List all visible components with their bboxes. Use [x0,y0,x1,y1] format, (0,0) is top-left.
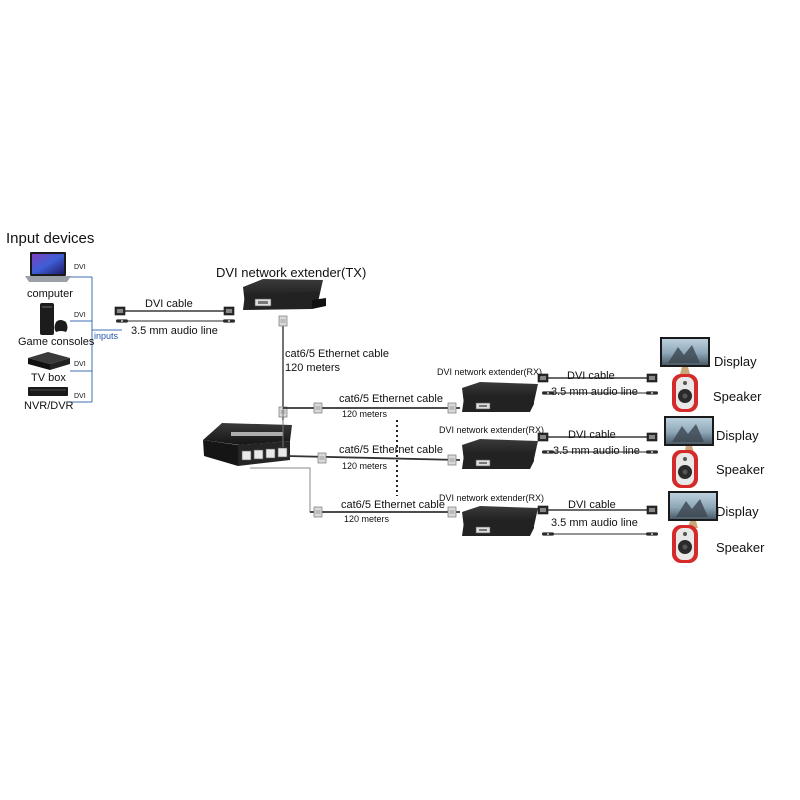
rx2-distance-label: 120 meters [342,461,388,471]
tx-dvi-cable-label: DVI cable [145,298,193,310]
switch-to-rx-cables [250,402,461,518]
rx3-ethernet-cable-label: cat6/5 Ethernet cable [341,499,445,511]
rx1-ethernet-cable-label: cat6/5 Ethernet cable [339,393,443,405]
rx2-display-label: Display [716,428,759,443]
game-console-icon [40,303,68,335]
speaker-icon [672,450,698,488]
device-port-label-game-console: DVI [74,312,86,319]
rx-row-2 [462,416,714,488]
rx3-audio-line-label: 3.5 mm audio line [551,517,638,529]
rx3-output-cables [537,505,658,536]
tx-extender [243,279,326,310]
network-switch [203,423,292,466]
laptop-icon [25,252,71,282]
rx2-dvi-cable-label: DVI cable [568,429,616,441]
rx1-title: DVI network extender(RX) [437,367,543,377]
device-label-computer: computer [27,288,73,300]
rx-row-3 [462,491,718,563]
rx1-output-cables [537,373,658,395]
tv-box-icon [28,352,70,370]
rx3-extender [462,506,538,536]
speaker-icon [672,374,698,412]
speaker-icon [672,525,698,563]
display-monitor-icon [660,337,710,374]
rx2-ethernet-cable-label: cat6/5 Ethernet cable [339,444,443,456]
rx3-distance-label: 120 meters [344,514,390,524]
tx-ethernet-cable [278,315,288,420]
input-bus-lines [70,276,122,403]
rx3-speaker-label: Speaker [716,540,765,555]
device-label-nvr-dvr: NVR/DVR [24,400,74,412]
tx-ethernet-cable-label: cat6/5 Ethernet cable [285,348,389,360]
inputs-bus-label: inputs [94,331,119,341]
nvr-dvr-icon [28,387,68,396]
tx-audio-line-label: 3.5 mm audio line [131,325,218,337]
rx3-title: DVI network extender(RX) [439,493,545,503]
rx3-display-label: Display [716,504,759,519]
rx1-audio-line-label: 3.5 mm audio line [551,386,638,398]
input-title: Input devices [6,230,95,247]
rx1-speaker-label: Speaker [713,389,762,404]
device-label-tv-box: TV box [31,372,66,384]
rx3-dvi-cable-label: DVI cable [568,499,616,511]
device-label-game-console: Game consoles [18,336,95,348]
tx-distance-label: 120 meters [285,362,341,374]
tx-input-cables [114,306,235,323]
rx2-audio-line-label: 3.5 mm audio line [553,445,640,457]
display-monitor-icon [664,416,714,453]
rx2-output-cables [537,432,658,454]
rx-row-1 [462,337,710,412]
rx1-extender [462,382,538,412]
device-port-label-computer: DVI [74,264,86,271]
display-monitor-icon [668,491,718,528]
device-port-label-nvr-dvr: DVI [74,393,86,400]
tx-title: DVI network extender(TX) [216,265,367,280]
rx2-title: DVI network extender(RX) [439,425,545,435]
rx2-speaker-label: Speaker [716,462,765,477]
rx1-dvi-cable-label: DVI cable [567,370,615,382]
rx1-distance-label: 120 meters [342,409,388,419]
rx1-display-label: Display [714,354,757,369]
device-port-label-tv-box: DVI [74,361,86,368]
rx2-extender [462,439,538,469]
input-devices-group [25,252,122,403]
